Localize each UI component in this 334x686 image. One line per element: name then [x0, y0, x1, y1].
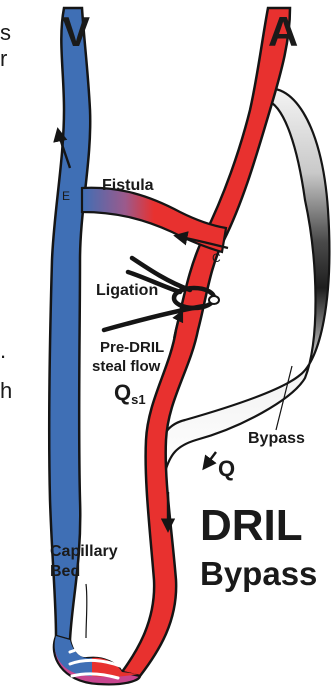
bypass-q-arrow [204, 452, 216, 468]
vein-letter: V [62, 8, 90, 55]
bypass-label: Bypass [248, 430, 305, 447]
cropped-side-text: s r . h [0, 20, 12, 403]
qs1-main: Q [114, 380, 131, 405]
dril-title-line2: Bypass [200, 555, 317, 592]
qs1-label: Qs1 [114, 380, 146, 407]
capillary-label-line1: Capillary [50, 543, 118, 560]
capillary-label-line2: Bed [50, 563, 80, 580]
qs1-subscript: s1 [131, 392, 145, 407]
point-e-label: E [62, 189, 70, 203]
capillary-label-leader [86, 584, 87, 638]
ligation-label: Ligation [96, 282, 158, 299]
fistula-label: Fistula [102, 177, 154, 194]
side-text-mid-2: h [0, 378, 12, 403]
side-text-mid-1: . [0, 338, 6, 363]
dril-title-line1: DRIL [200, 501, 303, 550]
side-text-top-2: r [0, 46, 7, 71]
q-label: Q [218, 456, 235, 481]
ligation-knot [209, 296, 219, 304]
point-c-label: C [212, 251, 221, 265]
artery-letter: A [268, 8, 298, 55]
pre-dril-label-line2: steal flow [92, 358, 161, 375]
pre-dril-label-line1: Pre-DRIL [100, 339, 164, 356]
side-text-top-1: s [0, 20, 11, 45]
